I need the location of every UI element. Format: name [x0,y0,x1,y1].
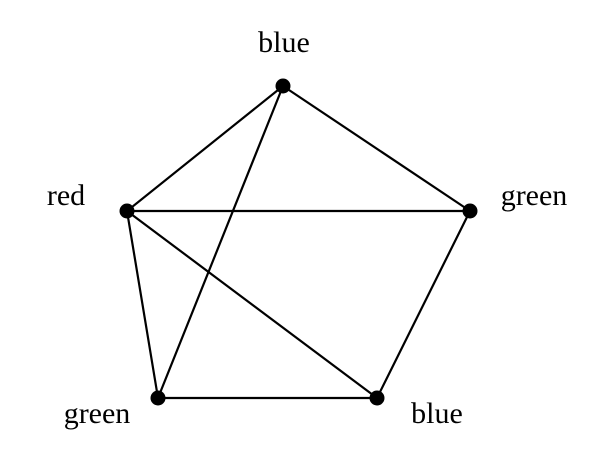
vertex-label-left: red [47,179,85,212]
vertex-label-bottom-right: blue [411,397,463,430]
vertex-label-right: green [501,179,568,212]
edge-top-right [281,84,472,213]
labels-layer: blue red green green blue [47,26,567,430]
vertex-bottom-right [369,390,385,406]
edge-left-bottom-left [125,209,160,400]
vertex-top [275,78,291,94]
vertex-left [119,203,135,219]
vertices-layer [119,78,478,406]
edge-top-left [125,84,285,213]
vertex-label-top: blue [258,26,310,59]
edge-left-bottom-right [125,209,379,400]
edge-top-bottom-left [156,84,285,400]
vertex-bottom-left [150,390,166,406]
vertex-label-bottom-left: green [64,397,131,430]
edge-right-bottom-right [375,209,472,400]
vertex-right [462,203,478,219]
edges-layer [125,84,472,400]
